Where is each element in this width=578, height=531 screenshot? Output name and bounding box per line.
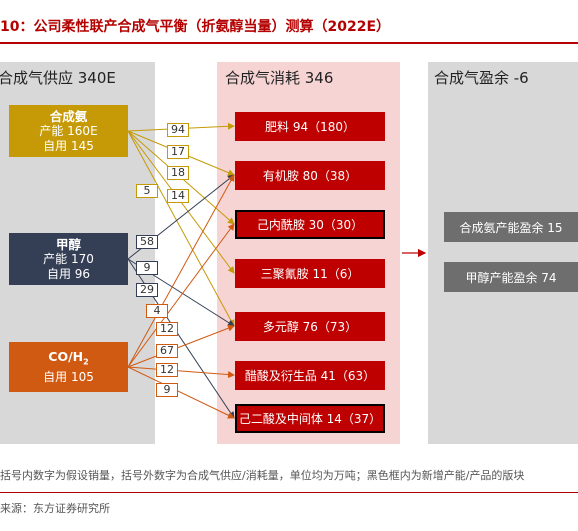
source-rule	[0, 492, 578, 493]
dest-acetic-acid: 醋酸及衍生品 41（63）	[235, 361, 385, 390]
flow-value-label: 58	[136, 235, 158, 249]
source-ammonia: 合成氨 产能 160E 自用 145	[9, 105, 128, 157]
flow-value-label: 4	[146, 304, 168, 318]
flow-value-label: 9	[156, 383, 178, 397]
supply-panel-title: 合成气供应 340E	[0, 69, 116, 87]
source-co-h2: CO/H2 自用 105	[9, 342, 128, 392]
flow-value-label: 9	[136, 261, 158, 275]
dest-adipic-acid: 己二酸及中间体 14（37）	[235, 404, 385, 433]
dest-organic-amine: 有机胺 80（38）	[235, 161, 385, 190]
flow-line	[127, 223, 235, 368]
flow-line	[127, 366, 235, 419]
source-methanol: 甲醇 产能 170 自用 96	[9, 233, 128, 285]
surplus-ammonia: 合成氨产能盈余 15	[444, 212, 578, 242]
flow-value-label: 17	[167, 145, 189, 159]
dest-melamine: 三聚氰胺 11（6）	[235, 259, 385, 288]
dest-caprolactam: 己内酰胺 30（30）	[235, 210, 385, 239]
source-co-h2-selfuse: 自用 105	[43, 369, 94, 384]
flow-line	[127, 174, 235, 368]
title-rule	[0, 42, 578, 44]
consume-panel-title: 合成气消耗 346	[225, 69, 334, 87]
flow-line	[127, 324, 235, 368]
source-ammonia-name: 合成氨	[49, 108, 88, 124]
dest-polyol: 多元醇 76（73）	[235, 312, 385, 341]
surplus-panel-title: 合成气盈余 -6	[434, 69, 529, 87]
flow-line	[127, 130, 235, 327]
source-credit: 来源：东方证券研究所	[0, 502, 110, 515]
flow-line	[127, 366, 235, 379]
footnote: 括号内数字为假设销量，括号外数字为合成气供应/消耗量，单位均为万吨；黑色框内为新…	[0, 469, 525, 482]
flow-value-label: 29	[136, 283, 158, 297]
flow-value-label: 18	[167, 166, 189, 180]
source-co-h2-name: CO/H2	[48, 349, 89, 367]
flow-value-label: 5	[136, 184, 158, 198]
flow-value-label: 14	[167, 189, 189, 203]
dest-fertilizer: 肥料 94（180）	[235, 112, 385, 141]
source-methanol-selfuse: 自用 96	[46, 266, 91, 281]
flow-value-label: 12	[156, 322, 178, 336]
source-ammonia-capacity: 产能 160E	[39, 123, 98, 138]
surplus-methanol: 甲醇产能盈余 74	[444, 262, 578, 292]
figure-title: 10：公司柔性联产合成气平衡（折氨醇当量）测算（2022E）	[0, 19, 391, 35]
flow-value-label: 12	[156, 363, 178, 377]
source-ammonia-selfuse: 自用 145	[43, 138, 94, 153]
source-methanol-name: 甲醇	[55, 236, 81, 252]
source-methanol-capacity: 产能 170	[43, 251, 94, 266]
flow-value-label: 67	[156, 344, 178, 358]
flow-value-label: 94	[167, 123, 189, 137]
surplus-panel: 合成气盈余 -6	[428, 62, 578, 444]
